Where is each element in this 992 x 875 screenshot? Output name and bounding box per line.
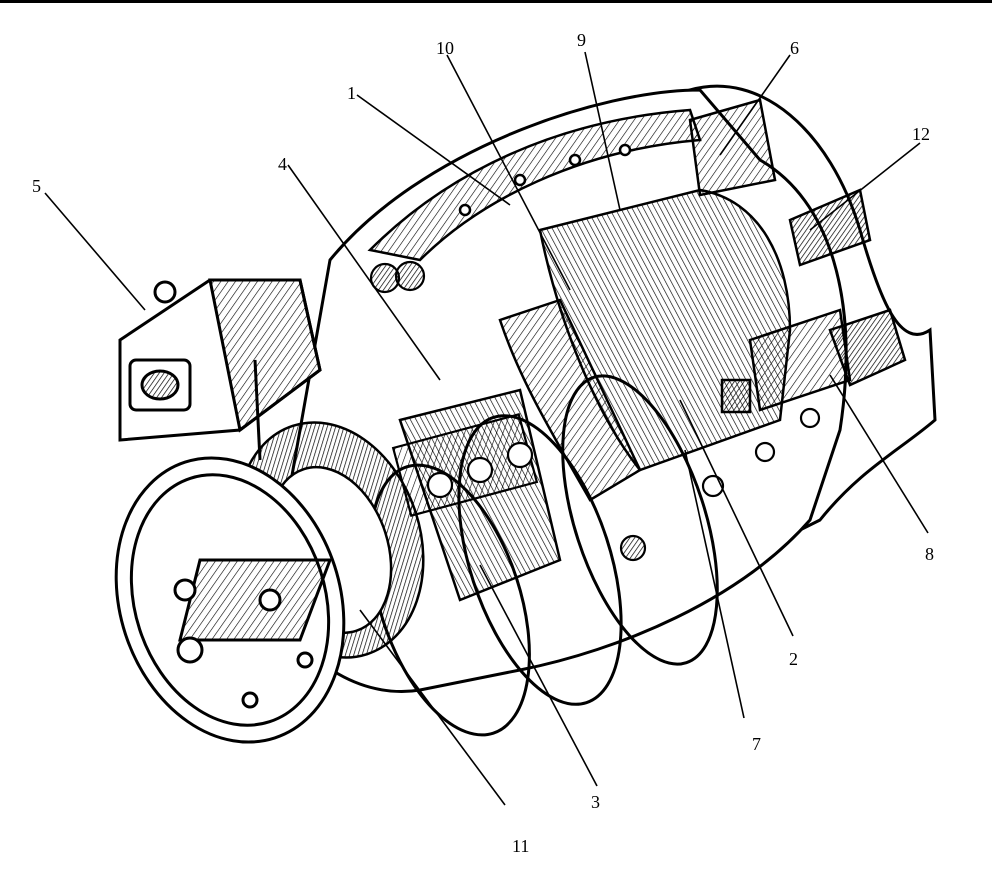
label-7: 7: [752, 734, 761, 754]
label-8: 8: [925, 544, 934, 564]
label-5: 5: [32, 176, 41, 196]
label-10: 10: [436, 38, 454, 58]
label-1: 1: [347, 83, 356, 103]
label-9: 9: [577, 30, 586, 50]
leader-5: [45, 193, 145, 310]
label-3: 3: [591, 792, 600, 812]
label-12: 12: [912, 124, 930, 144]
label-4: 4: [278, 154, 287, 174]
label-11: 11: [512, 836, 529, 856]
label-2: 2: [789, 649, 798, 669]
label-6: 6: [790, 38, 799, 58]
top-border-rule: [0, 0, 992, 3]
